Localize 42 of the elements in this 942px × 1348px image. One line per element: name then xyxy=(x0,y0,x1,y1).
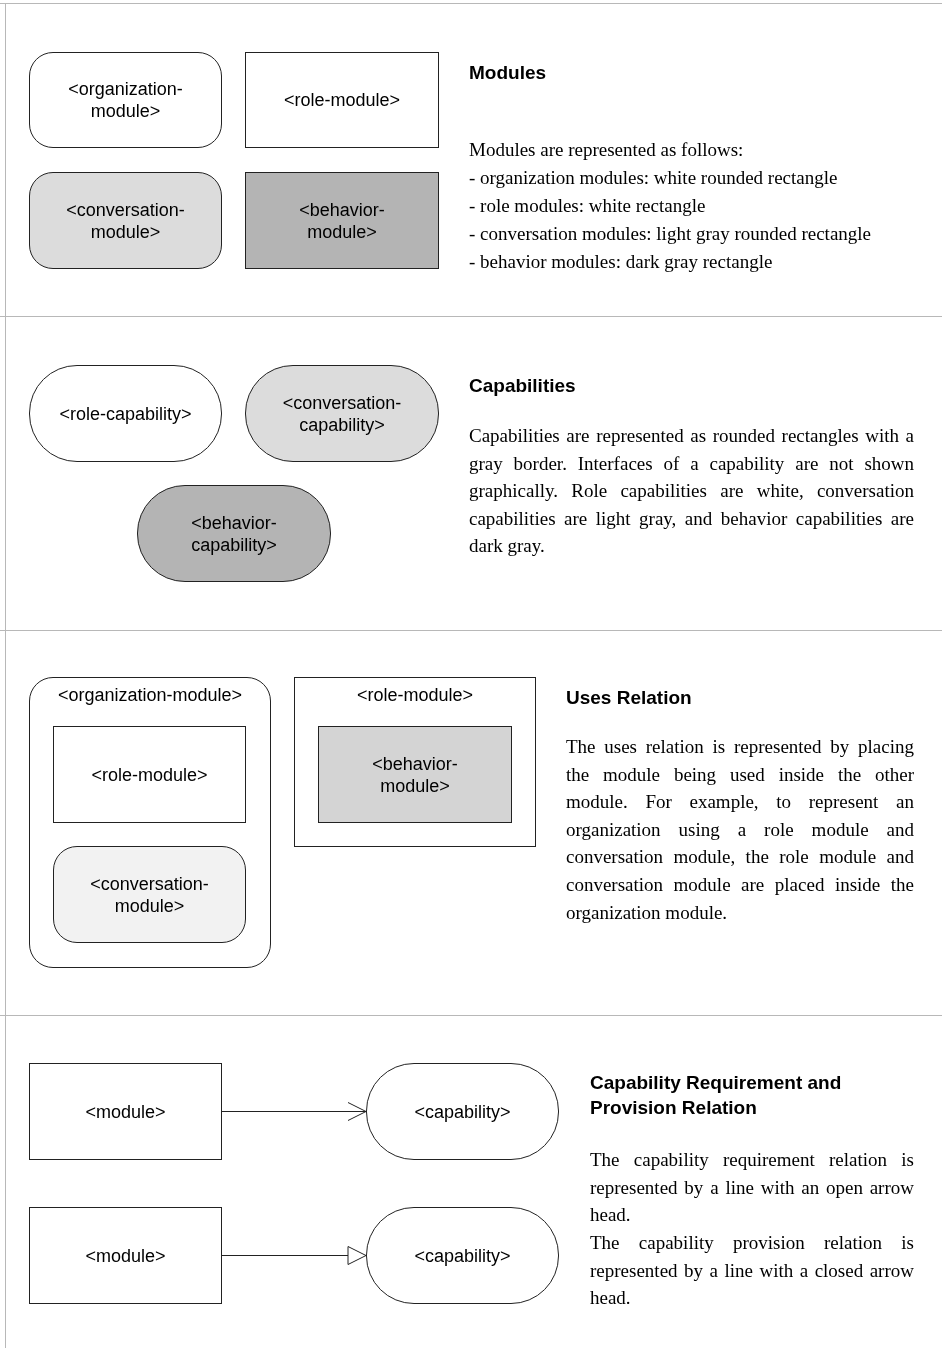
module-box xyxy=(53,846,246,943)
body-text: Capabilities are represented as rounded rectangles with a gray border. Interfaces of a capability are not shown graphically. Role capabilities are white, conversation capabilities are light gray, and behavior capabilities are dark gray. xyxy=(469,424,914,559)
node-label: <conversation-capability> xyxy=(281,391,403,436)
module-box xyxy=(29,172,222,269)
node-label: <role-module> xyxy=(356,684,474,706)
node-label: <behavior-module> xyxy=(298,198,386,243)
node-label: <organization-module> xyxy=(57,684,243,706)
node-label: <conversation-module> xyxy=(65,198,186,243)
node-label: <behavior-capability> xyxy=(190,511,278,556)
node-label: <role-module> xyxy=(91,763,208,786)
arrow xyxy=(221,1102,367,1121)
module-box xyxy=(318,726,512,823)
node-label: <behavior-module> xyxy=(371,752,459,797)
module-box xyxy=(245,52,439,148)
list-item: - role modules: white rectangle xyxy=(469,194,707,218)
node-label: <capability> xyxy=(414,1244,511,1267)
node-label: <organization-module> xyxy=(67,78,184,122)
module-box xyxy=(29,1207,222,1304)
module-box xyxy=(29,1063,222,1160)
module-box xyxy=(294,677,536,847)
module-box xyxy=(245,172,439,269)
arrow xyxy=(221,1246,367,1265)
module-box xyxy=(29,52,222,148)
list-item: - behavior modules: dark gray rectangle xyxy=(469,250,774,274)
section-heading: Capability Requirement and Provision Relation xyxy=(590,1071,843,1120)
node-label: <module> xyxy=(85,1100,166,1123)
node-label: <conversation-module> xyxy=(89,872,210,917)
node-label: <capability> xyxy=(414,1100,511,1123)
body-text: The capability provision relation is represented by a line with a closed arrow head. xyxy=(590,1231,914,1311)
section-heading: Capabilities xyxy=(469,374,577,398)
module-box xyxy=(29,677,271,968)
module-box xyxy=(53,726,246,823)
body-text: The uses relation is represented by placing the module being used inside the other module. For example, to represent an organization using a role module and conversation module, the role module and conversation module are placed inside the organization module. xyxy=(566,735,914,925)
node-label: <role-capability> xyxy=(59,402,192,425)
body-text: The capability requirement relation is represented by a line with an open arrow head. xyxy=(590,1148,914,1228)
section-heading: Modules xyxy=(469,61,548,85)
node-label: <module> xyxy=(85,1244,166,1267)
list-item: - organization modules: white rounded rectangle xyxy=(469,166,839,190)
body-text: Modules are represented as follows: xyxy=(469,138,745,162)
list-item: - conversation modules: light gray rounded rectangle xyxy=(469,222,873,246)
section-heading: Uses Relation xyxy=(566,686,693,710)
node-label: <role-module> xyxy=(283,89,401,111)
